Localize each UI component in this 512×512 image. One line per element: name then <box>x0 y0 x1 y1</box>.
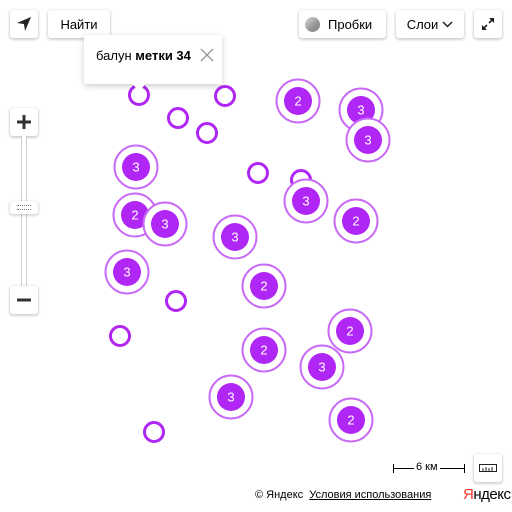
grip-icon <box>17 205 31 210</box>
balloon-content: балун метки 34 <box>96 48 191 63</box>
cluster-core <box>284 87 312 115</box>
placemark[interactable] <box>214 85 236 107</box>
ruler-button[interactable] <box>474 454 502 482</box>
yandex-logo[interactable]: Яндекс <box>463 486 511 503</box>
cluster-marker[interactable]: 3 <box>299 344 345 390</box>
layers-button[interactable]: Слои <box>396 10 464 38</box>
cluster-marker[interactable]: 3 <box>212 214 258 260</box>
balloon-popup: балун метки 34 <box>84 35 222 92</box>
cluster-core <box>121 201 149 229</box>
cluster-count: 2 <box>352 214 359 229</box>
cluster-count: 2 <box>260 343 267 358</box>
cluster-count: 3 <box>227 390 234 405</box>
chevron-down-icon <box>442 20 453 28</box>
traffic-button[interactable]: Пробки <box>299 10 386 38</box>
cluster-marker[interactable]: 3 <box>283 178 329 224</box>
cluster-marker[interactable]: 3 <box>104 249 150 295</box>
cluster-marker[interactable]: 3 <box>113 144 159 190</box>
cluster-core <box>113 258 141 286</box>
cluster-core <box>122 153 150 181</box>
cluster-marker[interactable]: 2 <box>241 327 287 373</box>
cluster-marker[interactable]: 3 <box>142 201 188 247</box>
copyright: © Яндекс Условия использования <box>255 489 431 501</box>
cluster-core <box>342 207 370 235</box>
cluster-core <box>292 187 320 215</box>
cluster-count: 3 <box>161 217 168 232</box>
yandex-logo-rest: ндекс <box>473 486 511 503</box>
zoom-slider-handle[interactable] <box>10 201 38 214</box>
cluster-count: 3 <box>357 103 364 118</box>
placemark[interactable] <box>165 290 187 312</box>
cluster-marker[interactable]: 2 <box>241 263 287 309</box>
close-icon[interactable] <box>199 47 215 63</box>
expand-icon <box>482 18 494 30</box>
cluster-marker[interactable]: 3 <box>345 117 391 163</box>
cluster-count: 2 <box>346 324 353 339</box>
zoom-in-button[interactable] <box>10 108 38 136</box>
placemark[interactable] <box>143 421 165 443</box>
geolocation-button[interactable] <box>10 10 38 38</box>
terms-of-use-link[interactable]: Условия использования <box>309 489 432 501</box>
cluster-count: 3 <box>132 160 139 175</box>
cluster-core <box>347 96 375 124</box>
traffic-light-icon <box>305 16 320 32</box>
minus-icon <box>17 298 31 302</box>
placemark[interactable] <box>167 107 189 129</box>
fullscreen-button[interactable] <box>474 10 502 38</box>
balloon-prefix: балун <box>96 48 132 63</box>
cluster-core <box>151 210 179 238</box>
cluster-core <box>250 272 278 300</box>
cluster-marker[interactable]: 2 <box>328 397 374 443</box>
cluster-core <box>308 353 336 381</box>
cluster-count: 3 <box>302 194 309 209</box>
yandex-logo-first-letter: Я <box>463 486 474 503</box>
cluster-core <box>354 126 382 154</box>
balloon-tail <box>132 83 146 92</box>
cluster-core <box>250 336 278 364</box>
cluster-marker[interactable]: 2 <box>275 78 321 124</box>
copyright-text: © Яндекс <box>255 489 304 501</box>
find-button-label: Найти <box>60 16 98 32</box>
cluster-count: 2 <box>260 279 267 294</box>
cluster-count: 3 <box>318 360 325 375</box>
find-button[interactable]: Найти <box>48 10 110 38</box>
cluster-marker[interactable]: 2 <box>327 308 373 354</box>
plus-icon <box>17 115 31 129</box>
cluster-count: 2 <box>131 208 138 223</box>
placemark[interactable] <box>196 122 218 144</box>
cluster-count: 3 <box>364 133 371 148</box>
zoom-out-button[interactable] <box>10 286 38 314</box>
scale-label: 6 км <box>414 461 440 473</box>
placemark[interactable] <box>247 162 269 184</box>
traffic-button-label: Пробки <box>328 16 373 32</box>
cluster-core <box>221 223 249 251</box>
layers-button-label: Слои <box>406 16 439 32</box>
cluster-core <box>337 406 365 434</box>
cluster-core <box>336 317 364 345</box>
balloon-title: метки 34 <box>135 48 191 63</box>
arrow-location-icon <box>17 17 31 31</box>
cluster-count: 3 <box>123 265 130 280</box>
cluster-count: 3 <box>231 230 238 245</box>
placemark[interactable] <box>109 325 131 347</box>
ruler-icon <box>479 464 497 472</box>
cluster-marker[interactable]: 2 <box>333 198 379 244</box>
cluster-core <box>217 383 245 411</box>
cluster-marker[interactable]: 3 <box>208 374 254 420</box>
cluster-count: 2 <box>347 413 354 428</box>
cluster-count: 2 <box>294 94 301 109</box>
